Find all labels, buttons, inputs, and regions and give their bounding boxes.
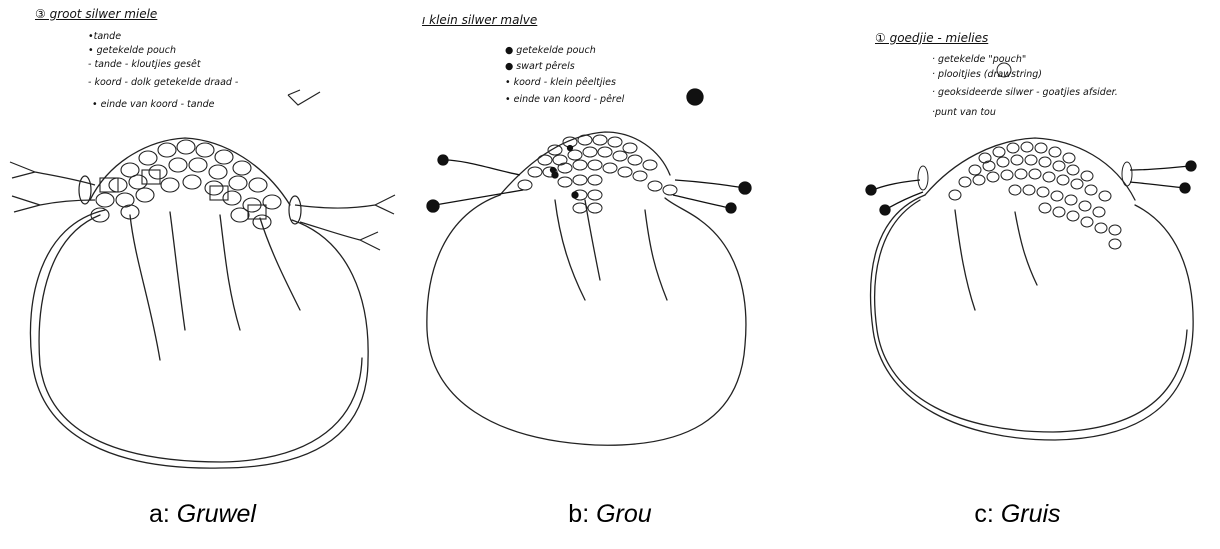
sketch-panel-gruwel: ③ groot silwer miele •tande • getekelde … (0, 0, 405, 549)
sketch-note: •tande (88, 32, 121, 42)
figure-caption: c: Gruis (815, 500, 1220, 529)
sketch-note: - koord - dolk getekelde draad - (88, 78, 238, 88)
sketch-title: ③ groot silwer miele (35, 8, 157, 20)
sketch-panel-grou: ı klein silwer malve ● getekelde pouch ●… (405, 0, 815, 549)
sketch-note: • einde van koord - tande (92, 100, 214, 110)
sketch-note: • koord - klein pêeltjies (505, 78, 616, 88)
sketch-title: ı klein silwer malve (422, 14, 537, 26)
sketch-note: ● getekelde pouch (505, 46, 596, 56)
sketch-note: · geoksideerde silwer - goatjies afsider… (932, 88, 1118, 98)
sketch-note: ·punt van tou (932, 108, 996, 118)
sketch-note: • getekelde pouch (88, 46, 176, 56)
figure-caption: a: Gruwel (0, 500, 405, 529)
sketch-panel-gruis: ① goedjie - mielies · getekelde "pouch" … (815, 0, 1220, 549)
sketch-note: · getekelde "pouch" (932, 55, 1026, 65)
sketch-title: ① goedjie - mielies (875, 32, 988, 44)
pouch-sketch-gruis (815, 0, 1220, 549)
sketch-note: • einde van koord - pêrel (505, 95, 624, 105)
figure-caption: b: Grou (405, 500, 815, 529)
sketch-note: ● swart pêrels (505, 62, 575, 72)
sketch-note: · plooitjies (drawstring) (932, 70, 1042, 80)
sketch-note: - tande - kloutjies gesêt (88, 60, 201, 70)
